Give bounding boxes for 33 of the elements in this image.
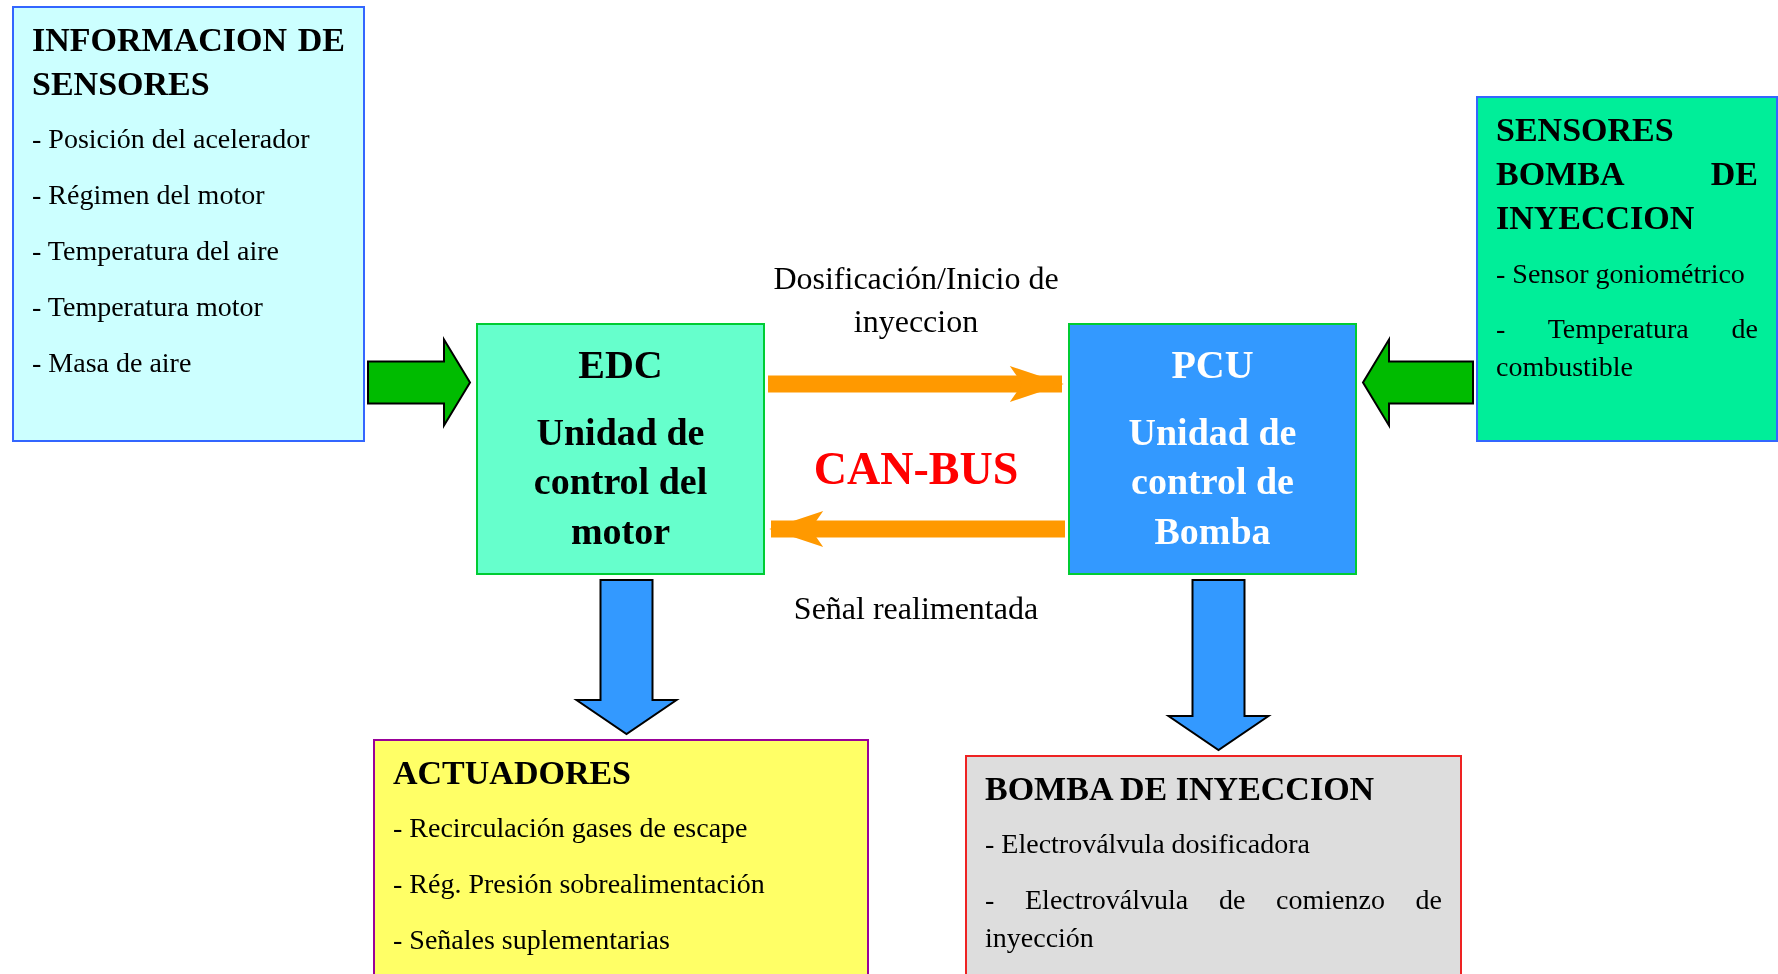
box-heading: SENSORES BOMBA DE INYECCION	[1496, 110, 1758, 239]
arrow	[768, 366, 1064, 402]
arrow	[769, 511, 1065, 547]
bus-label: CAN-BUS	[813, 441, 1019, 495]
info-box	[12, 6, 365, 442]
box-heading: INFORMACION DE SENSORES	[32, 20, 345, 105]
list-item: - Electroválvula dosificadora	[985, 827, 1311, 862]
box-heading: EDC	[577, 341, 664, 388]
list-item: Unidad de control de Bomba	[1127, 410, 1298, 554]
list-item: - Sensor goniométrico	[1496, 256, 1746, 291]
list-item: - Régimen del motor	[32, 178, 266, 213]
info-box	[373, 739, 869, 974]
block-arrow	[573, 579, 680, 736]
control-unit-box	[1068, 323, 1357, 575]
box-heading: PCU	[1170, 341, 1255, 388]
info-box	[1476, 96, 1778, 442]
list-item: - Posición del acelerador	[32, 122, 311, 157]
list-item: - Temperatura del aire	[32, 233, 281, 268]
block-arrow	[1361, 335, 1474, 430]
block-arrow	[1165, 579, 1272, 752]
info-box	[965, 755, 1462, 974]
control-unit-box	[476, 323, 765, 575]
list-item: - Electroválvula de comienzo de inyección	[985, 883, 1442, 955]
list-item: - Temperatura de combustible	[1496, 312, 1758, 385]
box-heading: ACTUADORES	[393, 753, 633, 793]
box-heading: BOMBA DE INYECCION	[985, 769, 1376, 809]
list-item: Unidad de control del motor	[532, 410, 709, 554]
list-item: - Señales suplementarias	[393, 922, 671, 957]
block-arrow	[367, 335, 472, 430]
list-item: - Temperatura motor	[32, 289, 264, 324]
list-item: - Masa de aire	[32, 345, 193, 380]
list-item: - Recirculación gases de escape	[393, 811, 749, 846]
list-item: - Rég. Presión sobrealimentación	[393, 867, 766, 901]
